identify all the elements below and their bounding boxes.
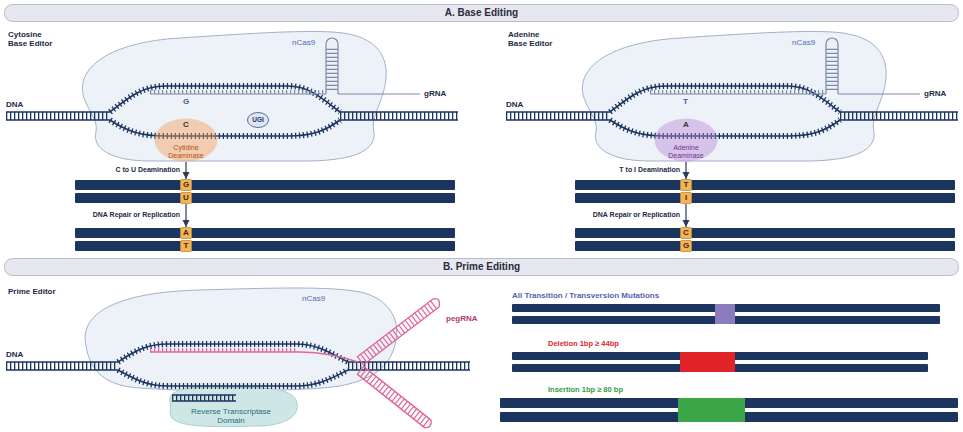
box-outline (181, 228, 192, 239)
domain-name: Reverse Transcriptase Domain (181, 407, 281, 425)
dna-bar (75, 228, 455, 238)
base-letter: T (184, 242, 189, 250)
grna-strand (338, 93, 420, 94)
ncas9-protein: nCas9UGI C Cytidine Deaminase (70, 28, 392, 162)
step-label: DNA Repair or Replication (93, 211, 180, 219)
band-outline (5, 5, 959, 22)
base-box: A (180, 227, 192, 239)
base-letter: I (685, 194, 687, 202)
base-box: T (680, 179, 692, 191)
ellipse-outline (655, 119, 718, 162)
step-label: C to U Deamination (115, 166, 180, 174)
band-outline (5, 259, 959, 276)
ugi-protein: UGI (247, 112, 269, 128)
ncas9-protein-shape (570, 28, 892, 162)
base-box: G (180, 179, 192, 191)
pegrna-label: pegRNA (446, 314, 478, 323)
base-letter: C (683, 229, 689, 237)
insertion-mark (678, 398, 745, 422)
dna-bar (75, 241, 455, 251)
section-title: B. Prime Editing (443, 261, 520, 273)
mutation-label: All Transition / Transversion Mutations (512, 291, 659, 300)
step-label: DNA Repair or Replication (593, 211, 680, 219)
mutation-label: Deletion 1bp ≥ 44bp (548, 340, 619, 349)
box-outline (681, 180, 692, 191)
substitution-mark (715, 304, 735, 324)
ellipse-outline (155, 119, 218, 162)
box-outline (181, 180, 192, 191)
enzyme-name: Cytidine Deaminase (161, 144, 211, 160)
box-outline (681, 228, 692, 239)
dna-bar (75, 180, 455, 190)
grna-label: gRNA (424, 89, 446, 98)
editor-title: Adenine Base Editor (508, 30, 560, 48)
base-letter: A (183, 229, 189, 237)
ncas9-protein-shape (70, 28, 392, 162)
dna-label: DNA (506, 100, 523, 109)
process-arrow (185, 204, 186, 227)
deaminase-enzyme: C Cytidine Deaminase (154, 118, 218, 162)
dna-label: DNA (6, 100, 23, 109)
base-box: G (680, 240, 692, 252)
dna-label: DNA (6, 350, 23, 359)
base-letter: G (683, 242, 689, 250)
ncas9-protein-shape (70, 282, 406, 394)
target-base: C (183, 120, 189, 129)
deaminase-enzyme: A Adenine Deaminase (654, 118, 718, 162)
target-base: A (683, 120, 689, 129)
box-outline (681, 193, 692, 204)
blob-outline (170, 387, 298, 427)
protein-name: nCas9 (792, 38, 815, 47)
enzyme-name: Adenine Deaminase (661, 144, 711, 160)
ellipse-outline (248, 113, 269, 128)
box-outline (181, 193, 192, 204)
base-box: U (180, 192, 192, 204)
base-box: T (180, 240, 192, 252)
protein-name: nCas9 (292, 38, 315, 47)
base-box: I (680, 192, 692, 204)
process-arrow (685, 162, 686, 179)
ncas9-protein: nCas9 (70, 282, 406, 394)
mutation-bars (500, 304, 958, 422)
editor-title: Prime Editor (8, 287, 56, 296)
blob-outline (85, 288, 397, 391)
step-label: T to I Deamination (619, 166, 680, 174)
pegrna-rungs (360, 370, 428, 424)
process-arrow (185, 162, 186, 179)
base-letter: T (684, 181, 689, 189)
base-letter: G (183, 181, 189, 189)
deletion-mark (680, 352, 735, 372)
section-band: A. Base Editing (4, 4, 959, 22)
section-title: A. Base Editing (445, 7, 518, 19)
base-letter: U (183, 194, 189, 202)
section-band: B. Prime Editing (4, 258, 959, 276)
dna-bar (75, 193, 455, 203)
base-letter: G (183, 97, 189, 106)
blob-outline (582, 31, 886, 161)
box-outline (181, 241, 192, 252)
grna-label: gRNA (924, 89, 946, 98)
blob-outline (82, 31, 386, 161)
protein-name: UGI (252, 117, 264, 124)
mutation-label: Insertion 1bp ≥ 80 bp (548, 386, 623, 395)
ncas9-protein: nCas9A Adenine Deaminase (570, 28, 892, 162)
base-letter: T (683, 97, 688, 106)
base-box: C (680, 227, 692, 239)
process-arrow (685, 204, 686, 227)
protein-name: nCas9 (302, 294, 325, 303)
reverse-transcriptase: Reverse Transcriptase Domain (160, 384, 302, 428)
box-outline (681, 241, 692, 252)
editor-title: Cytosine Base Editor (8, 30, 60, 48)
